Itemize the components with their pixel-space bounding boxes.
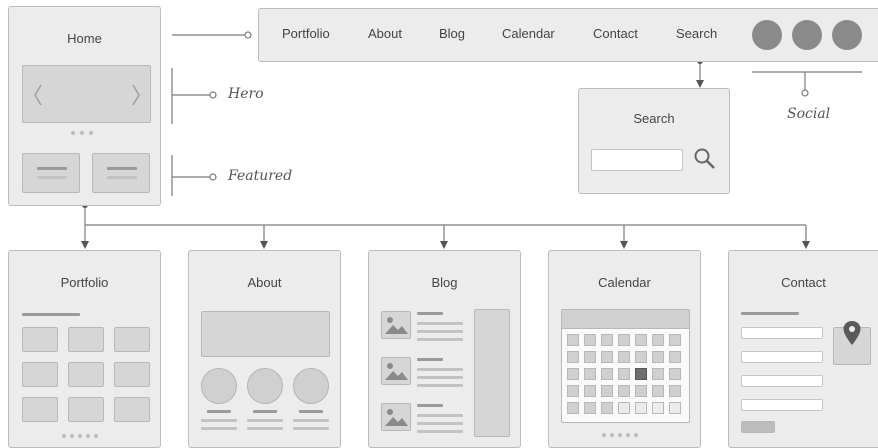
- image-icon: [381, 403, 411, 431]
- calendar-day[interactable]: [584, 402, 596, 414]
- search-icon[interactable]: [693, 147, 717, 171]
- slider-dot: [80, 131, 84, 135]
- featured-item[interactable]: [22, 153, 80, 193]
- slider-dot: [89, 131, 93, 135]
- contact-field[interactable]: [741, 351, 823, 363]
- image-icon: [381, 357, 411, 385]
- calendar-day[interactable]: [652, 351, 664, 363]
- calendar-day[interactable]: [618, 334, 630, 346]
- calendar-day[interactable]: [584, 368, 596, 380]
- nav-item-contact[interactable]: Contact: [593, 26, 638, 41]
- calendar-day[interactable]: [635, 368, 647, 380]
- search-input[interactable]: [591, 149, 683, 171]
- calendar-title: Calendar: [598, 275, 651, 290]
- blog-title: Blog: [431, 275, 458, 290]
- calendar-day[interactable]: [669, 368, 681, 380]
- contact-title: Contact: [781, 275, 826, 290]
- calendar-day[interactable]: [652, 385, 664, 397]
- blog-sidebar: [474, 309, 510, 437]
- calendar-day[interactable]: [635, 334, 647, 346]
- calendar-day[interactable]: [567, 334, 579, 346]
- hero-annotation: Hero: [228, 86, 264, 102]
- calendar-day[interactable]: [601, 402, 613, 414]
- calendar-card[interactable]: Calendar: [548, 250, 701, 448]
- calendar-day[interactable]: [618, 368, 630, 380]
- nav-bar: [258, 8, 878, 62]
- contact-card[interactable]: Contact: [728, 250, 878, 448]
- calendar-day[interactable]: [635, 402, 647, 414]
- featured-annotation: Featured: [228, 168, 293, 184]
- featured-item[interactable]: [92, 153, 150, 193]
- home-card[interactable]: Home: [8, 6, 161, 206]
- portfolio-thumb[interactable]: [68, 327, 104, 352]
- calendar-day[interactable]: [601, 334, 613, 346]
- blog-card[interactable]: Blog: [368, 250, 521, 448]
- portfolio-thumb[interactable]: [68, 362, 104, 387]
- nav-item-about[interactable]: About: [368, 26, 402, 41]
- about-title: About: [247, 275, 282, 290]
- map-box: [833, 321, 871, 365]
- portfolio-thumb[interactable]: [114, 362, 150, 387]
- portfolio-thumb[interactable]: [114, 327, 150, 352]
- about-card[interactable]: About: [188, 250, 341, 448]
- social-icon[interactable]: [792, 20, 822, 50]
- hero-slider[interactable]: [22, 65, 151, 123]
- calendar-day[interactable]: [652, 402, 664, 414]
- team-avatar: [247, 368, 283, 404]
- contact-field[interactable]: [741, 399, 823, 411]
- portfolio-card[interactable]: Portfolio: [8, 250, 161, 448]
- portfolio-thumb[interactable]: [114, 397, 150, 422]
- portfolio-title: Portfolio: [60, 275, 109, 290]
- calendar-day[interactable]: [635, 385, 647, 397]
- contact-field[interactable]: [741, 375, 823, 387]
- search-card: Search: [578, 88, 730, 194]
- calendar-day[interactable]: [584, 334, 596, 346]
- calendar-day[interactable]: [652, 334, 664, 346]
- team-avatar: [293, 368, 329, 404]
- calendar-day[interactable]: [635, 351, 647, 363]
- social-annotation: Social: [787, 106, 831, 122]
- calendar-day[interactable]: [652, 368, 664, 380]
- submit-button[interactable]: [741, 421, 775, 433]
- calendar-day[interactable]: [584, 351, 596, 363]
- calendar-day[interactable]: [618, 402, 630, 414]
- slider-dot: [71, 131, 75, 135]
- contact-field[interactable]: [741, 327, 823, 339]
- calendar-grid[interactable]: [561, 309, 690, 423]
- calendar-day[interactable]: [601, 385, 613, 397]
- map-pin-icon: [843, 321, 861, 345]
- portfolio-thumb[interactable]: [68, 397, 104, 422]
- slider-arrows: [34, 84, 140, 106]
- calendar-day[interactable]: [669, 351, 681, 363]
- calendar-day[interactable]: [567, 385, 579, 397]
- calendar-day[interactable]: [618, 385, 630, 397]
- calendar-day[interactable]: [567, 402, 579, 414]
- calendar-day[interactable]: [584, 385, 596, 397]
- home-title: Home: [67, 31, 102, 46]
- portfolio-thumb[interactable]: [22, 362, 58, 387]
- portfolio-thumb[interactable]: [22, 327, 58, 352]
- nav-item-portfolio[interactable]: Portfolio: [282, 26, 330, 41]
- calendar-day[interactable]: [601, 368, 613, 380]
- calendar-day[interactable]: [669, 334, 681, 346]
- portfolio-thumb[interactable]: [22, 397, 58, 422]
- about-banner: [201, 311, 330, 357]
- team-avatar: [201, 368, 237, 404]
- nav-item-calendar[interactable]: Calendar: [502, 26, 555, 41]
- nav-item-search[interactable]: Search: [676, 26, 718, 41]
- calendar-day[interactable]: [669, 402, 681, 414]
- search-title: Search: [633, 111, 675, 126]
- calendar-day[interactable]: [618, 351, 630, 363]
- nav-item-blog[interactable]: Blog: [439, 26, 466, 41]
- calendar-day[interactable]: [567, 351, 579, 363]
- calendar-day[interactable]: [669, 385, 681, 397]
- social-icon[interactable]: [832, 20, 862, 50]
- calendar-day[interactable]: [567, 368, 579, 380]
- calendar-day[interactable]: [601, 351, 613, 363]
- social-icon[interactable]: [752, 20, 782, 50]
- image-icon: [381, 311, 411, 339]
